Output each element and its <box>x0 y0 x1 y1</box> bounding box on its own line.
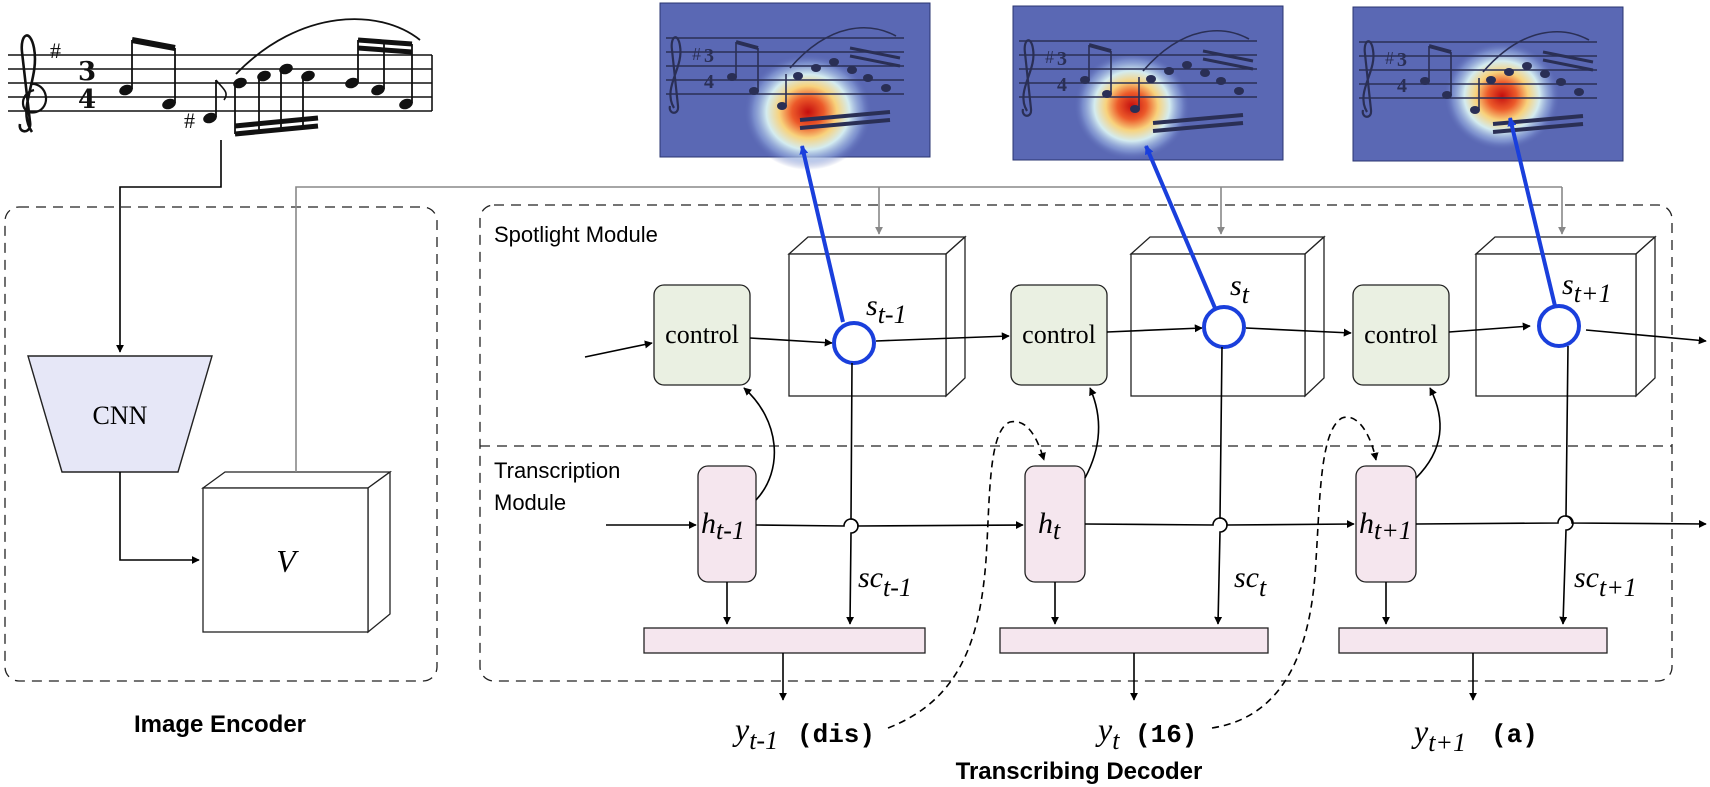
control1-to-s1-arrow <box>749 337 833 347</box>
input-to-cnn-connector <box>116 140 222 353</box>
spotlight-state-circle-3 <box>1537 304 1581 348</box>
attention-arrow-3 <box>1507 117 1557 307</box>
image-encoder-panel <box>4 206 438 682</box>
attention-heatmap-3 <box>1352 6 1624 162</box>
s-label-3: st+1 <box>1562 268 1611 308</box>
attention-heatmap-1 <box>659 2 931 170</box>
cnn-label: CNN <box>93 401 148 430</box>
s-label-1: st-1 <box>866 289 907 329</box>
cnn-block <box>27 355 213 473</box>
spotlight-state-circle-2 <box>1202 305 1246 349</box>
transcription-output-arrow <box>1415 515 1707 528</box>
svg-text:4: 4 <box>78 85 96 115</box>
spotlight-output-arrow <box>1585 329 1707 345</box>
transcription-module-label-1: Transcription <box>494 458 620 483</box>
svg-text:#: # <box>184 108 195 133</box>
output-token-3: (a) <box>1491 720 1538 750</box>
output-y-label-2: yt <box>1095 711 1120 755</box>
attention-arrow-2 <box>1144 145 1217 309</box>
s1-to-control2-arrow <box>875 332 1010 342</box>
control2-to-s2-arrow <box>1106 324 1203 333</box>
concat-bar-3 <box>1338 627 1608 654</box>
control3-to-s3-arrow <box>1448 322 1531 333</box>
image-encoder-caption: Image Encoder <box>134 711 306 738</box>
h2-to-control2-arrow <box>1084 387 1100 479</box>
sc-label-3: sct+1 <box>1574 561 1637 602</box>
feedback-y2-to-h3 <box>1211 416 1379 729</box>
spotlight-cube-1 <box>787 235 967 398</box>
output-token-1: (dis) <box>797 720 875 750</box>
feature-map-v-label: V <box>276 543 299 579</box>
output-token-2: (16) <box>1135 720 1197 750</box>
svg-text:3: 3 <box>78 57 96 87</box>
s2-to-control3-arrow <box>1245 327 1352 337</box>
control-label-1: control <box>665 320 739 349</box>
attention-arrow-1 <box>799 145 845 323</box>
svg-text:#: # <box>50 38 61 63</box>
control-box-3 <box>1352 284 1450 386</box>
concat-bar-2 <box>999 627 1269 654</box>
h3-to-control3-arrow <box>1415 387 1441 479</box>
spotlight-module-label: Spotlight Module <box>494 222 658 247</box>
h2-to-h3-arrow <box>1084 517 1355 529</box>
control-box-2 <box>1010 284 1108 386</box>
h1-to-h2-arrow <box>755 518 1024 530</box>
control-label-2: control <box>1022 320 1096 349</box>
concat-bar-1 <box>643 627 926 654</box>
h-label-3: ht+1 <box>1359 507 1412 545</box>
s-label-2: st <box>1230 269 1250 309</box>
h-label-2: ht <box>1038 507 1061 545</box>
transcribing-decoder-caption: Transcribing Decoder <box>956 758 1203 785</box>
feature-map-v-block <box>201 470 392 634</box>
sc-label-1: sct-1 <box>858 561 912 602</box>
spotlight-state-circle-1 <box>832 321 876 365</box>
sc-label-2: sct <box>1234 561 1267 602</box>
output-y-label-1: yt-1 <box>732 711 778 755</box>
control-label-3: control <box>1364 320 1438 349</box>
h-label-1: ht-1 <box>701 507 745 545</box>
transcription-module-label-2: Module <box>494 490 566 515</box>
feedback-y1-to-h2 <box>887 420 1046 729</box>
cnn-to-v-connector <box>119 472 200 564</box>
decoder-panel <box>479 204 1673 682</box>
control-box-1 <box>653 284 751 386</box>
output-y-label-3: yt+1 <box>1411 713 1466 757</box>
spotlight-input-arrow <box>584 340 653 358</box>
attention-heatmap-2 <box>1012 5 1284 161</box>
v-feed-line <box>295 186 1562 472</box>
sc-line-1 <box>846 362 859 625</box>
input-sheet-music: # 3 4 # <box>8 18 433 137</box>
h1-to-control1-arrow <box>743 387 776 501</box>
